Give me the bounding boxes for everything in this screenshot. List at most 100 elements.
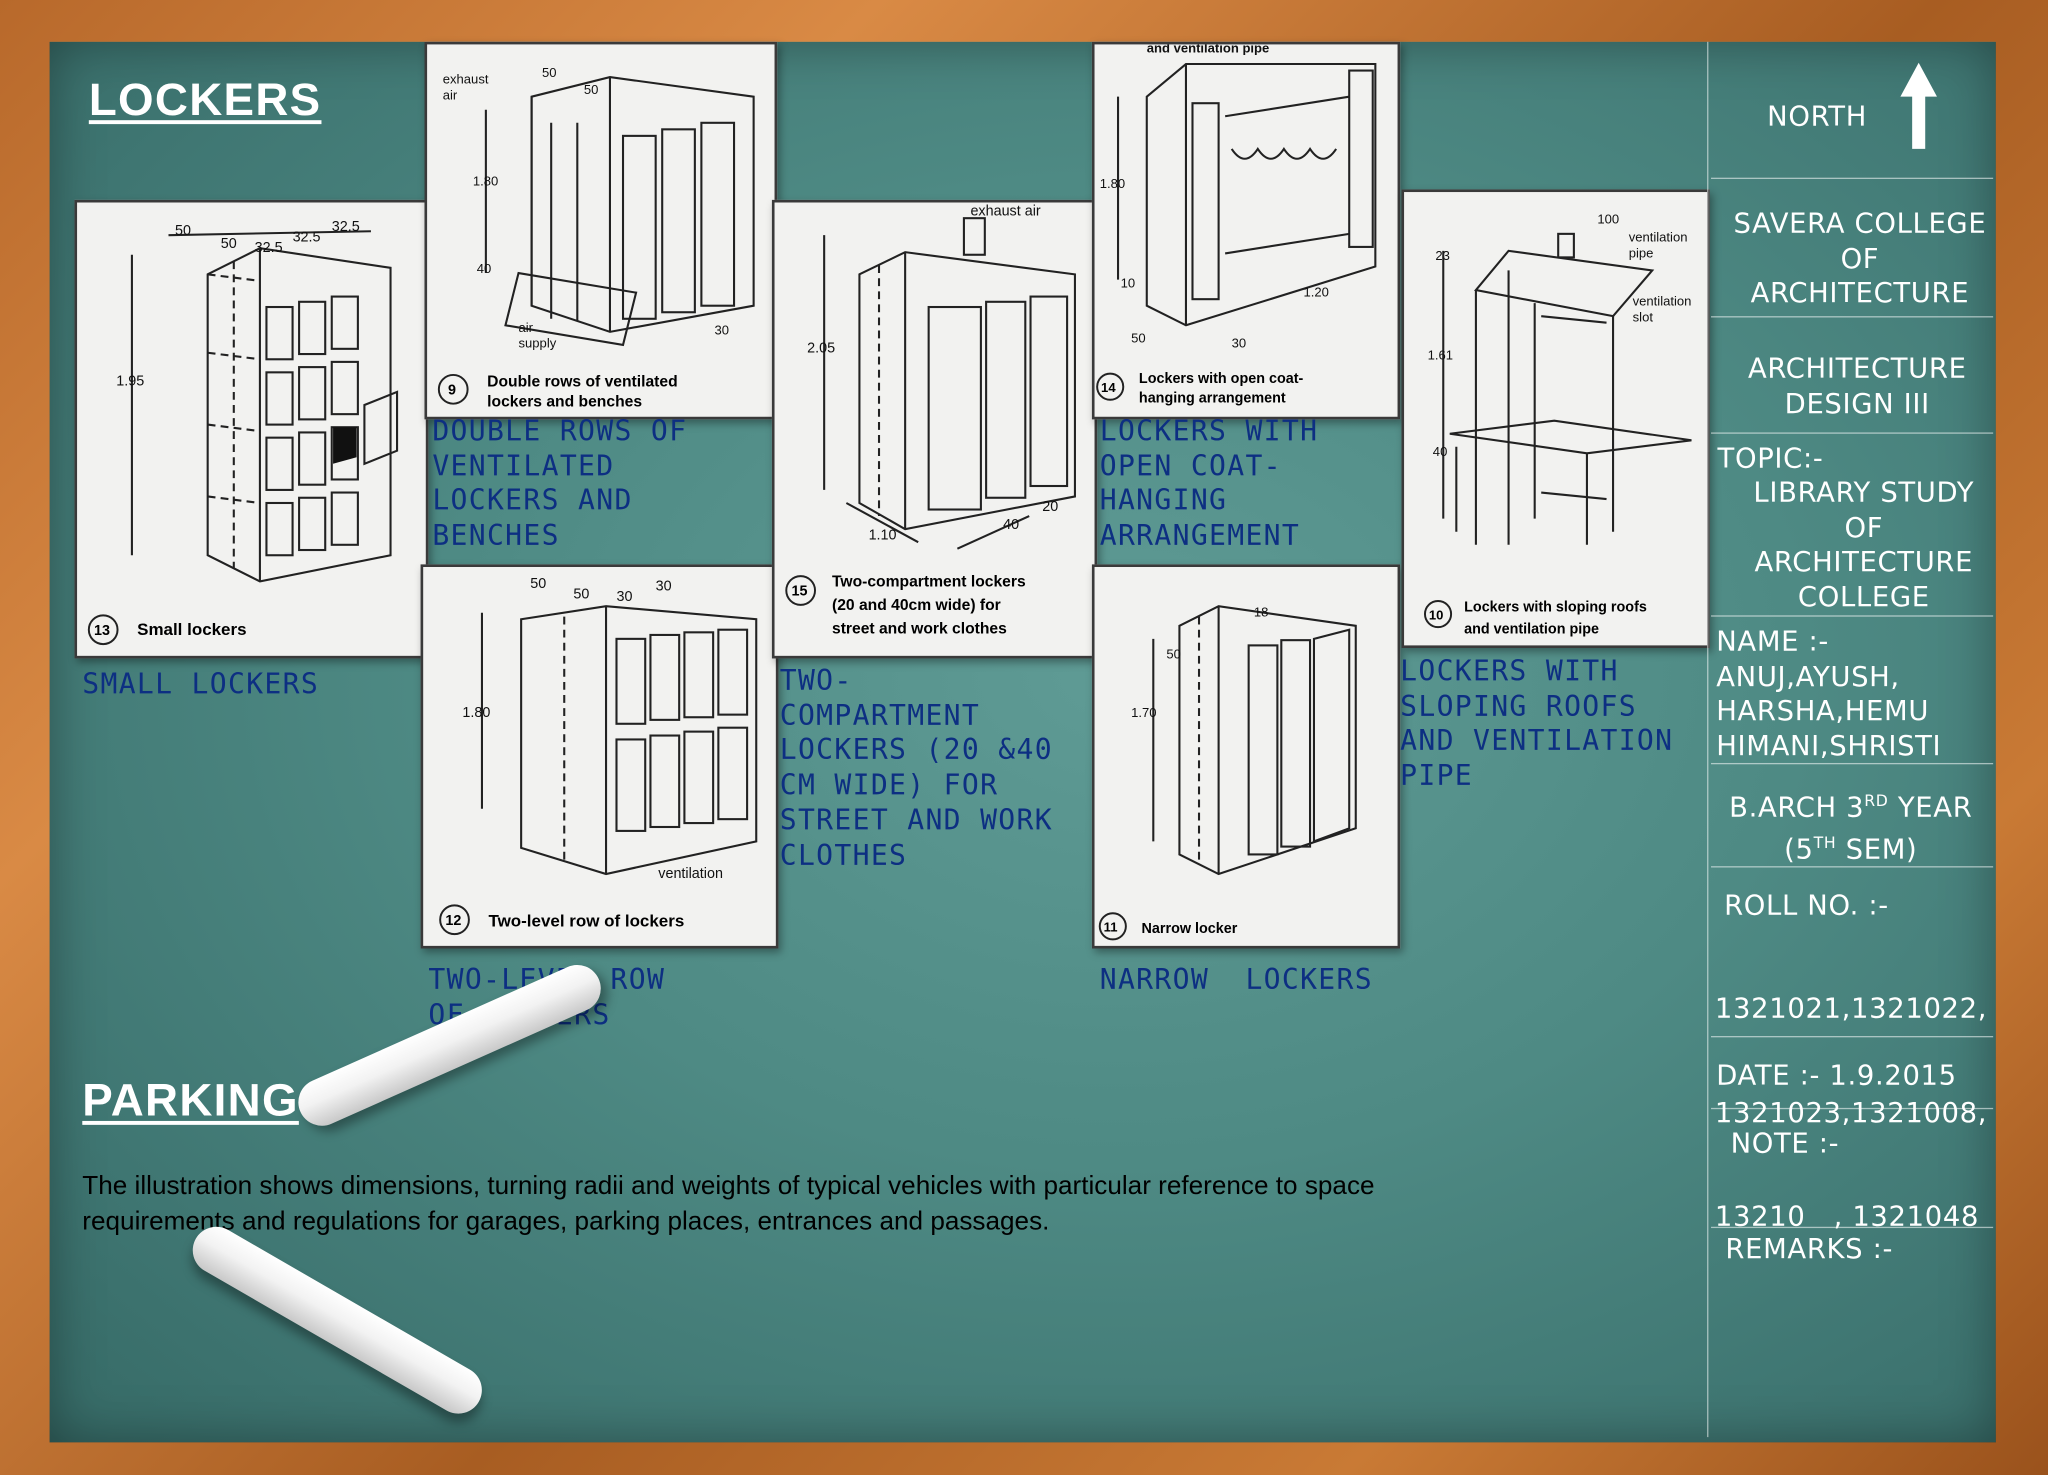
divider <box>1711 432 1994 434</box>
text-line: 1321021,1321022, <box>1714 992 1988 1025</box>
double-rows-drawing: exhaust air air supply 1.80 40 50 50 30 … <box>437 65 755 410</box>
dim-label: 18 <box>1254 605 1269 620</box>
sloping-roofs-drawing: 100 ventilation pipe ventilation slot 23… <box>1423 211 1692 638</box>
dim-label: 50 <box>1131 330 1146 345</box>
dim-label: 50 <box>573 586 589 602</box>
caption-double-rows: DOUBLE ROWS OF VENTILATED LOCKERS AND BE… <box>432 415 687 555</box>
topic-label: TOPIC:- <box>1717 442 1824 475</box>
figure-label: exhaust <box>443 72 489 87</box>
divider <box>1711 177 1994 179</box>
dim-label: 50 <box>175 223 191 239</box>
figure-caption: Lockers with open coat- <box>1139 371 1304 387</box>
dim-label: 23 <box>1435 248 1450 263</box>
text-line: DESIGN III <box>1784 387 1930 419</box>
figure-two-level-row: 50 50 30 30 1.80 ventilation 12 Two-leve… <box>420 564 779 949</box>
dim-label: 32.5 <box>293 230 321 246</box>
lockers-heading: LOCKERS <box>88 74 322 126</box>
divider <box>1711 866 1994 868</box>
figure-caption: Small lockers <box>137 620 246 639</box>
caption-line: OPEN COAT- <box>1099 450 1282 484</box>
text-line: YEAR <box>1888 791 1973 824</box>
divider <box>1711 615 1994 617</box>
caption-line: COMPARTMENT <box>779 699 981 733</box>
figure-label: 30 <box>714 322 729 337</box>
dim-label: 40 <box>1433 444 1448 459</box>
dim-label: 100 <box>1597 211 1619 226</box>
text-line: ARCHITECTURE <box>1747 352 1967 385</box>
dim-label: 1.70 <box>1131 705 1156 720</box>
figure-number: 14 <box>1101 380 1116 395</box>
caption-line: PIPE <box>1400 760 1474 794</box>
caption-line: STREET AND WORK <box>779 804 1053 838</box>
figure-caption: Two-level row of lockers <box>488 911 684 930</box>
caption-line: LOCKERS WITH <box>1099 415 1319 449</box>
figure-label: exhaust air <box>970 204 1040 220</box>
dim-label: 32.5 <box>332 219 360 235</box>
figure-number: 15 <box>792 584 808 600</box>
roll-label: ROLL NO. :- <box>1724 889 1889 922</box>
text-line: 1321023,1321008, <box>1714 1096 1988 1129</box>
year-semester: B.ARCH 3RD YEAR (5TH SEM) <box>1714 784 1988 866</box>
superscript: RD <box>1864 791 1889 811</box>
dim-label: 30 <box>656 579 672 595</box>
figure-double-rows: exhaust air air supply 1.80 40 50 50 30 … <box>424 41 778 420</box>
text-line: (5 <box>1784 832 1814 865</box>
caption-small-lockers: SMALL LOCKERS <box>82 668 320 702</box>
text-line: 13210 , 1321048 <box>1714 1200 1980 1232</box>
figure-caption: Double rows of ventilated <box>487 374 677 391</box>
text-line: ARCHITECTURE <box>1750 276 1970 309</box>
superscript: TH <box>1813 832 1837 852</box>
figure-label: 1.80 <box>473 174 498 189</box>
caption-narrow-lockers: NARROW LOCKERS <box>1099 964 1373 997</box>
figure-narrow-locker: 18 50 1.70 11 Narrow locker <box>1091 564 1401 949</box>
open-coat-drawing: and ventilation pipe 1.80 10 50 30 1.20 … <box>1096 44 1377 406</box>
note-label: NOTE :- <box>1730 1127 1840 1159</box>
caption-sloping-roofs: LOCKERS WITH SLOPING ROOFS AND VENTILATI… <box>1400 656 1673 796</box>
figure-number: 11 <box>1104 920 1118 935</box>
figure-caption: Lockers with sloping roofs <box>1464 599 1647 615</box>
figure-caption: and ventilation pipe <box>1464 622 1599 638</box>
dim-label: 40 <box>1003 517 1019 533</box>
student-names: NAME :- ANUJ,AYUSH, HARSHA,HEMU HIMANI,S… <box>1716 624 1941 762</box>
caption-line: BENCHES <box>432 520 560 553</box>
text-line: HIMANI,SHRISTI <box>1716 729 1942 762</box>
text-line: ARCHITECTURE <box>1754 546 1974 578</box>
caption-line: SLOPING ROOFS <box>1400 690 1637 724</box>
caption-line: LOCKERS AND <box>432 485 633 518</box>
figure-caption: lockers and benches <box>487 393 642 410</box>
dim-label: 1.80 <box>462 705 490 721</box>
remarks-label: REMARKS :- <box>1725 1233 1894 1265</box>
text-line: OF <box>1840 242 1880 274</box>
text-line: ANUJ,AYUSH, <box>1716 660 1900 692</box>
dim-label: 20 <box>1042 499 1058 515</box>
text-line: NAME :- <box>1716 625 1829 658</box>
figure-caption: Narrow locker <box>1142 921 1238 937</box>
caption-line: TWO- <box>779 664 853 698</box>
caption-line: ARRANGEMENT <box>1099 520 1301 553</box>
two-compartment-drawing: exhaust air 2.05 1.10 40 20 15 Two-compa… <box>785 204 1076 638</box>
two-level-row-drawing: 50 50 30 30 1.80 ventilation 12 Two-leve… <box>439 576 758 936</box>
figure-label: 50 <box>584 82 599 97</box>
text-line: LIBRARY STUDY <box>1753 476 1975 509</box>
figure-sloping-roofs: 100 ventilation pipe ventilation slot 23… <box>1401 189 1710 649</box>
figure-label: slot <box>1633 309 1654 324</box>
small-lockers-drawing: 50 50 32.5 32.5 32.5 1.95 13 Small locke… <box>87 219 399 646</box>
narrow-locker-drawing: 18 50 1.70 11 Narrow locker <box>1098 605 1357 941</box>
figure-number: 10 <box>1429 607 1444 622</box>
caption-open-coat: LOCKERS WITH OPEN COAT- HANGING ARRANGEM… <box>1100 415 1319 555</box>
text-line: HARSHA,HEMU <box>1716 695 1930 727</box>
dim-label: 2.05 <box>807 341 835 357</box>
divider <box>1711 762 1994 765</box>
caption-two-compartment: TWO- COMPARTMENT LOCKERS (20 &40 CM WIDE… <box>780 665 1053 874</box>
parking-text-line: requirements and regulations for garages… <box>82 1207 1050 1236</box>
caption-line: HANGING <box>1099 485 1228 518</box>
dim-label: 30 <box>616 589 632 605</box>
figure-label: pipe <box>1629 245 1654 260</box>
date: DATE :- 1.9.2015 <box>1716 1059 1957 1091</box>
caption-line: CLOTHES <box>779 839 908 873</box>
caption-line: CM WIDE) FOR <box>779 769 999 803</box>
figure-caption: hanging arrangement <box>1139 390 1286 406</box>
figure-number: 9 <box>448 383 456 399</box>
figure-label: air <box>443 87 458 102</box>
caption-line: LOCKERS (20 &40 <box>779 734 1053 768</box>
